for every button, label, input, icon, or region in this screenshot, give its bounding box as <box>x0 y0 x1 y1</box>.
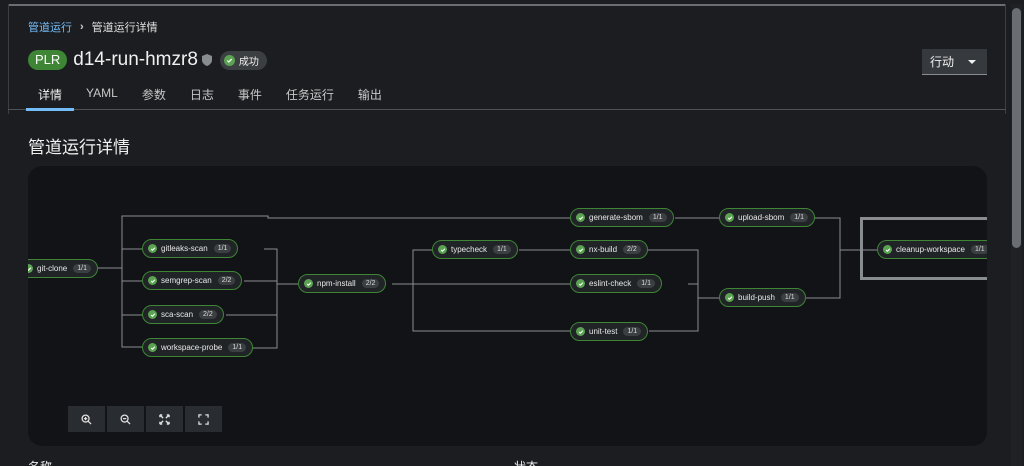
check-circle-icon <box>576 213 585 222</box>
page-title: PLR d14-run-hmzr8 成功 <box>28 48 267 72</box>
task-node-cleanup-workspace[interactable]: cleanup-workspace 1/1 <box>877 240 987 259</box>
reset-view-button[interactable] <box>185 406 222 432</box>
task-count-badge: 1/1 <box>228 343 247 352</box>
tab-logs[interactable]: 日志 <box>189 88 214 102</box>
breadcrumb-link-pipeline-runs[interactable]: 管道运行 <box>28 22 72 34</box>
task-node-generate-sbom[interactable]: generate-sbom 1/1 <box>570 208 674 227</box>
caret-down-icon <box>968 59 977 64</box>
task-name: cleanup-workspace <box>896 245 965 254</box>
actions-dropdown[interactable]: 行动 <box>922 49 987 75</box>
zoom-in-icon <box>81 413 92 425</box>
pipeline-edges <box>94 215 877 349</box>
fit-to-screen-button[interactable] <box>146 406 183 432</box>
scrollbar-thumb[interactable] <box>1012 8 1021 248</box>
task-count-badge: 2/2 <box>623 245 641 254</box>
check-circle-icon <box>148 343 157 352</box>
tab-yaml[interactable]: YAML <box>86 86 118 100</box>
task-name: typecheck <box>451 245 488 254</box>
check-circle-icon <box>576 327 585 336</box>
task-name: nx-build <box>589 245 618 254</box>
task-node-workspace-probe[interactable]: workspace-probe 1/1 <box>142 338 254 357</box>
zoom-out-button[interactable] <box>107 406 144 432</box>
task-node-gitleaks-scan[interactable]: gitleaks-scan 1/1 <box>142 239 239 258</box>
status-badge: 成功 <box>219 50 267 70</box>
task-name: build-push <box>738 293 775 302</box>
status-text: 成功 <box>238 56 259 68</box>
task-name: unit-test <box>589 327 618 336</box>
breadcrumb: 管道运行 › 管道运行详情 <box>28 19 158 35</box>
task-node-unit-test[interactable]: unit-test 1/1 <box>570 322 649 341</box>
tab-parameters[interactable]: 参数 <box>141 88 166 102</box>
task-node-semgrep-scan[interactable]: semgrep-scan 2/2 <box>142 271 243 290</box>
check-circle-icon <box>883 245 892 254</box>
task-count-badge: 1/1 <box>493 245 511 254</box>
status-field-label: 状态 <box>514 458 538 466</box>
check-circle-icon <box>576 279 585 288</box>
expand-arrows-icon <box>159 413 170 425</box>
task-name: git-clone <box>37 264 68 273</box>
finally-tasks-group <box>860 217 987 280</box>
task-count-badge: 1/1 <box>637 279 655 288</box>
resource-badge: PLR <box>28 50 68 70</box>
task-node-sca-scan[interactable]: sca-scan 2/2 <box>142 305 224 324</box>
section-title: 管道运行详情 <box>28 138 130 157</box>
task-name: upload-sbom <box>738 213 785 222</box>
task-name: sca-scan <box>161 310 194 319</box>
zoom-out-icon <box>120 413 131 425</box>
task-count-badge: 1/1 <box>648 213 667 222</box>
task-count-badge: 1/1 <box>790 213 808 222</box>
check-circle-icon <box>148 276 157 285</box>
tab-bar: 详情 YAML 参数 日志 事件 任务运行 输出 <box>8 80 1006 111</box>
check-circle-icon <box>725 213 734 222</box>
task-node-build-push[interactable]: build-push 1/1 <box>719 288 806 307</box>
check-circle-icon <box>148 244 157 253</box>
task-count-badge: 2/2 <box>199 310 217 319</box>
tab-output[interactable]: 输出 <box>357 88 382 102</box>
actions-label: 行动 <box>930 55 955 69</box>
task-count-badge: 1/1 <box>213 244 232 253</box>
zoom-in-button[interactable] <box>68 406 105 432</box>
task-count-badge: 2/2 <box>361 279 380 288</box>
task-node-npm-install[interactable]: npm-install 2/2 <box>298 274 387 293</box>
page-frame-left <box>8 4 9 114</box>
check-circle-icon <box>223 54 235 66</box>
tab-task-runs[interactable]: 任务运行 <box>285 88 334 102</box>
task-node-upload-sbom[interactable]: upload-sbom 1/1 <box>719 208 815 227</box>
tab-events[interactable]: 事件 <box>237 88 262 102</box>
pipeline-graph[interactable]: git-clone 1/1 gitleaks-scan 1/1 semgrep-… <box>28 166 987 446</box>
task-name: gitleaks-scan <box>161 244 208 253</box>
tab-details[interactable]: 详情 <box>26 80 75 111</box>
task-name: generate-sbom <box>589 213 643 222</box>
check-circle-icon <box>148 310 157 319</box>
check-circle-icon <box>725 293 734 302</box>
task-name: workspace-probe <box>161 343 223 352</box>
check-circle-icon <box>438 245 447 254</box>
page-frame-top <box>8 4 1006 6</box>
task-name: semgrep-scan <box>161 276 212 285</box>
shield-icon <box>201 54 212 66</box>
task-count-badge: 1/1 <box>970 245 987 254</box>
task-count-badge: 1/1 <box>73 264 91 273</box>
task-count-badge: 1/1 <box>780 293 799 302</box>
page-frame-right <box>1005 4 1006 114</box>
task-name: npm-install <box>317 279 356 288</box>
page-scrollbar[interactable] <box>1011 4 1022 466</box>
task-node-eslint-check[interactable]: eslint-check 1/1 <box>570 274 662 293</box>
run-name: d14-run-hmzr8 <box>73 49 198 70</box>
breadcrumb-current: 管道运行详情 <box>91 22 158 34</box>
task-node-git-clone[interactable]: git-clone 1/1 <box>28 259 98 278</box>
task-node-typecheck[interactable]: typecheck 1/1 <box>432 240 518 259</box>
task-count-badge: 2/2 <box>217 276 236 285</box>
graph-controls <box>68 406 222 432</box>
check-circle-icon <box>304 279 313 288</box>
name-field-label: 名称 <box>28 458 52 466</box>
check-circle-icon <box>28 264 33 273</box>
task-node-nx-build[interactable]: nx-build 2/2 <box>570 240 648 259</box>
check-circle-icon <box>576 245 585 254</box>
breadcrumb-separator-icon: › <box>80 21 84 33</box>
task-count-badge: 1/1 <box>623 327 642 336</box>
task-name: eslint-check <box>589 279 632 288</box>
fullscreen-icon <box>198 413 209 425</box>
